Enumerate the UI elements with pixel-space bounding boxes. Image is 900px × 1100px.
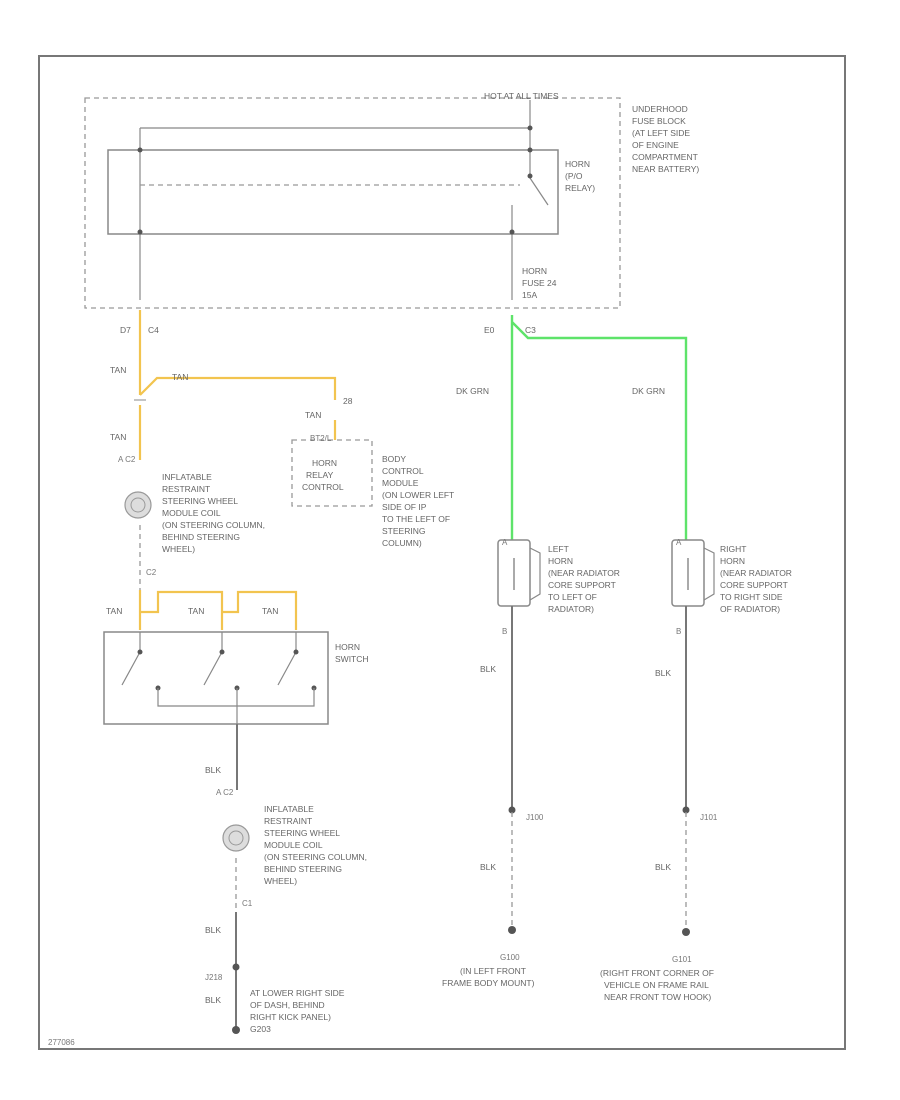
coil-c2-label-top: C2 bbox=[146, 568, 157, 577]
coil-c1-label-bottom: C1 bbox=[242, 899, 253, 908]
coil-connector-label-bottom: A C2 bbox=[216, 788, 234, 797]
bcm-connector-label: BT2/L bbox=[310, 434, 332, 443]
right-horn-blk-label: BLK bbox=[655, 668, 671, 678]
blk-wire-label-2: BLK bbox=[205, 925, 221, 935]
tan-wire-label-5: TAN bbox=[106, 606, 122, 616]
ground-g100-label: (IN LEFT FRONT FRAME BODY MOUNT) bbox=[442, 966, 535, 988]
splice-j101-label: J101 bbox=[700, 813, 718, 822]
ground-g101-label: (RIGHT FRONT CORNER OF VEHICLE ON FRAME … bbox=[600, 968, 716, 1002]
fuse-block-label: UNDERHOOD FUSE BLOCK (AT LEFT SIDE OF EN… bbox=[632, 104, 700, 174]
horn-switch-box bbox=[103, 631, 329, 725]
right-ground-blk-label: BLK bbox=[655, 862, 671, 872]
ground-g100-symbol bbox=[508, 926, 516, 934]
splice-j218-label: J218 bbox=[205, 973, 223, 982]
connector-e0-label: E0 bbox=[484, 325, 495, 335]
left-horn-pin-a: A bbox=[502, 538, 508, 547]
bcm-label: BODY CONTROL MODULE (ON LOWER LEFT SIDE … bbox=[382, 454, 456, 548]
splice-j100-label: J100 bbox=[526, 813, 544, 822]
left-horn-blk-label: BLK bbox=[480, 664, 496, 674]
left-ground-blk-label: BLK bbox=[480, 862, 496, 872]
ground-g101-symbol bbox=[682, 928, 690, 936]
right-horn-pin-a: A bbox=[676, 538, 682, 547]
terminal-dot bbox=[137, 147, 143, 153]
switch-dot bbox=[293, 649, 299, 655]
horn-relay-label: HORN (P/O RELAY) bbox=[565, 159, 595, 193]
terminal-dot bbox=[509, 229, 515, 235]
left-horn-bell bbox=[529, 547, 541, 601]
tan-wire-switch-branches bbox=[138, 590, 298, 630]
ground-g203-symbol bbox=[232, 1026, 240, 1034]
coil-inner bbox=[228, 830, 244, 846]
tan-wire-label-4: TAN bbox=[110, 432, 126, 442]
figure-id: 277086 bbox=[48, 1038, 75, 1047]
connector-c3-label: C3 bbox=[525, 325, 536, 335]
horn-fuse-label: HORN FUSE 24 15A bbox=[522, 266, 559, 300]
tan-wire-label-2: TAN bbox=[172, 372, 188, 382]
left-horn-pin-b: B bbox=[502, 627, 507, 636]
splice-j218-dot bbox=[232, 963, 240, 971]
tan-wire-label-3: TAN bbox=[305, 410, 321, 420]
dk-grn-wire bbox=[510, 315, 688, 540]
tan-wire-bcm bbox=[139, 376, 337, 400]
terminal-dot bbox=[527, 147, 533, 153]
right-horn-bell bbox=[703, 547, 715, 601]
tan-wire-label-1: TAN bbox=[110, 365, 126, 375]
restraint-coil-symbol-bottom bbox=[222, 824, 250, 852]
horn-switch-label: HORN SWITCH bbox=[335, 642, 369, 664]
coil-connector-label-top: A C2 bbox=[118, 455, 136, 464]
pin-28-label: 28 bbox=[343, 396, 353, 406]
horn-switch-common bbox=[157, 688, 315, 724]
bcm-enclosure bbox=[291, 439, 373, 507]
horn-switch-contacts bbox=[121, 632, 297, 686]
right-horn-label: RIGHT HORN (NEAR RADIATOR CORE SUPPORT T… bbox=[720, 544, 794, 614]
left-horn-label: LEFT HORN (NEAR RADIATOR CORE SUPPORT TO… bbox=[548, 544, 622, 614]
splice-j101-dot bbox=[682, 806, 690, 814]
tan-wire-label-7: TAN bbox=[262, 606, 278, 616]
splice-j100-dot bbox=[508, 806, 516, 814]
fuse-block-enclosure bbox=[84, 97, 621, 309]
ground-g203-label: AT LOWER RIGHT SIDE OF DASH, BEHIND RIGH… bbox=[250, 988, 347, 1034]
restraint-coil-label-bottom: INFLATABLE RESTRAINT STEERING WHEEL MODU… bbox=[264, 804, 369, 886]
relay-contact-dot bbox=[527, 173, 533, 179]
connector-d7-label: D7 bbox=[120, 325, 131, 335]
blk-wire-label-1: BLK bbox=[205, 765, 221, 775]
ground-g100-id: G100 bbox=[500, 953, 520, 962]
coil-inner bbox=[130, 497, 146, 513]
terminal-dot bbox=[527, 125, 533, 131]
restraint-coil-symbol-top bbox=[124, 491, 152, 519]
tan-wire-label-6: TAN bbox=[188, 606, 204, 616]
dk-grn-label-left: DK GRN bbox=[456, 386, 489, 396]
connector-c4-label: C4 bbox=[148, 325, 159, 335]
terminal-dot bbox=[137, 229, 143, 235]
restraint-coil-label-top: INFLATABLE RESTRAINT STEERING WHEEL MODU… bbox=[162, 472, 267, 554]
diagram-frame bbox=[38, 55, 846, 1050]
dk-grn-label-right: DK GRN bbox=[632, 386, 665, 396]
right-horn-pin-b: B bbox=[676, 627, 681, 636]
hot-at-all-times-label: HOT AT ALL TIMES bbox=[484, 91, 559, 101]
relay-contact bbox=[529, 177, 549, 206]
horn-relay-control-label: HORN RELAY CONTROL bbox=[302, 458, 344, 492]
switch-dot bbox=[137, 649, 143, 655]
ground-g101-id: G101 bbox=[672, 955, 692, 964]
horn-relay-box bbox=[107, 149, 559, 235]
blk-wire-label-3: BLK bbox=[205, 995, 221, 1005]
switch-dot bbox=[219, 649, 225, 655]
